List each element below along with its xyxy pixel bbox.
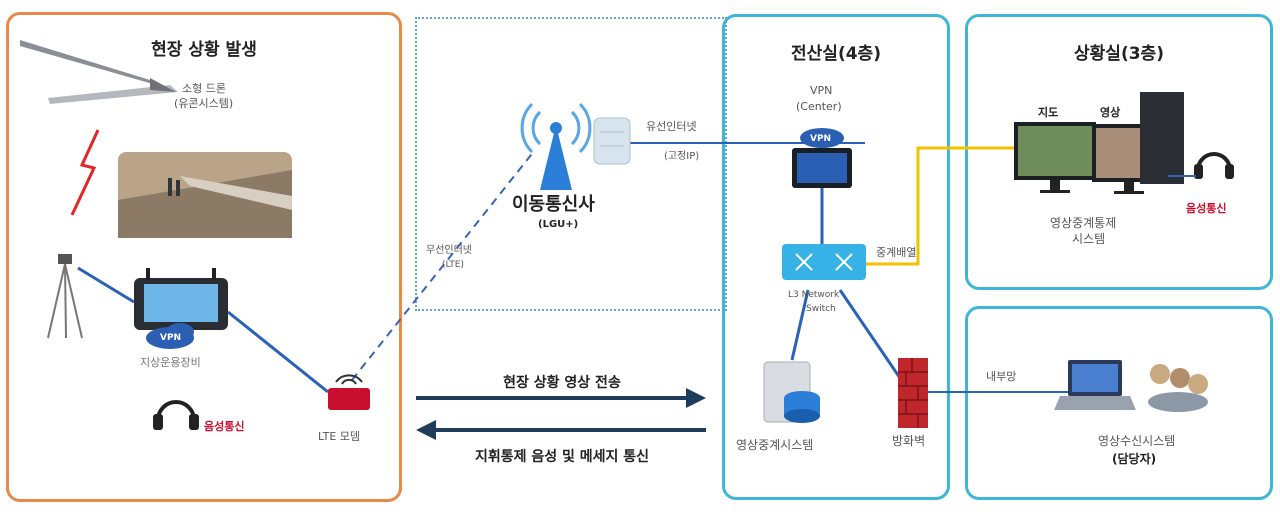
firewall-icon	[898, 358, 928, 428]
tripod-icon	[47, 254, 83, 339]
vpn-label-2: (Center)	[796, 100, 842, 113]
switch-label-2: Switch	[806, 304, 836, 314]
carrier-subtitle: (LGU+)	[538, 219, 579, 230]
carrier-title: 이동통신사	[512, 194, 595, 215]
field-panel: 현장 상황 발생	[6, 12, 402, 502]
lte-wireless-line	[351, 149, 536, 381]
wired-label-2: (고정IP)	[664, 151, 700, 162]
field-headset-icon	[153, 400, 199, 430]
ground-to-lte-line	[227, 310, 329, 394]
map-monitor-icon	[1014, 122, 1096, 193]
drone-label-1: 소형 드론	[182, 82, 226, 95]
server-room-title: 전산실(4층)	[791, 44, 881, 64]
situation-room-panel: 상황실(3층)	[965, 14, 1273, 290]
video-label: 영상	[1100, 106, 1121, 119]
wireless-label-2: (LTE)	[442, 260, 464, 270]
wireless-link-bolt	[70, 129, 100, 216]
lte-modem-icon	[328, 374, 370, 410]
field-photo	[118, 152, 292, 238]
field-voice-label: 음성통신	[204, 420, 245, 433]
carrier-zone	[415, 17, 727, 311]
pc-tower-icon	[1140, 92, 1184, 184]
link-label: 중계배열	[876, 246, 917, 259]
field-vpn-badge: VPN	[160, 333, 182, 343]
relay-label: 영상중계시스템	[736, 438, 814, 452]
laptop-icon	[1054, 360, 1136, 410]
vpn-center-icon	[792, 128, 852, 188]
situation-system-label-1: 영상중계통제	[1050, 216, 1117, 230]
situation-room-title: 상황실(3층)	[1074, 44, 1164, 64]
situation-voice-label: 음성통신	[1186, 202, 1227, 215]
receiver-manager-label: (담당자)	[1112, 452, 1157, 466]
field-vpn-cloud-icon	[146, 323, 194, 349]
situation-system-label-2: 시스템	[1072, 232, 1106, 246]
cell-tower-icon	[520, 102, 592, 190]
vpn-label-1: VPN	[810, 84, 833, 97]
server-room-panel: 전산실(4층)	[722, 14, 950, 500]
situation-headset-icon	[1194, 152, 1234, 179]
server-vpn-badge: VPN	[810, 134, 832, 144]
receiver-panel	[965, 306, 1273, 500]
switch-label-1: L3 Network	[788, 290, 840, 300]
drone-label-2: (유콘시스템)	[174, 97, 234, 110]
switch-to-relay-line	[790, 289, 810, 361]
wireless-label-1: 무선인터넷	[426, 245, 472, 256]
carrier-server-icon	[593, 117, 631, 165]
ground-label: 지상운용장비	[140, 356, 201, 369]
drone-icon	[20, 40, 178, 104]
receiver-system-label: 영상수신시스템	[1098, 434, 1176, 448]
users-group-icon	[1148, 364, 1208, 412]
firewall-label: 방화벽	[892, 434, 926, 448]
backward-arrow-label: 지휘통제 음성 및 메세지 통신	[474, 449, 650, 465]
lte-label: LTE 모뎀	[318, 430, 361, 443]
switch-to-situation-line	[866, 146, 1016, 266]
forward-arrow-label: 현장 상황 영상 전송	[503, 375, 621, 391]
relay-server-icon	[763, 361, 820, 423]
internal-network-label: 내부망	[986, 370, 1017, 383]
map-label: 지도	[1038, 106, 1059, 119]
field-title: 현장 상황 발생	[151, 40, 257, 60]
switch-to-firewall-line	[838, 289, 902, 379]
tripod-to-ground-line	[77, 266, 135, 304]
wired-label-1: 유선인터넷	[646, 120, 697, 133]
ground-control-icon	[134, 268, 228, 330]
network-switch-icon	[782, 244, 866, 280]
